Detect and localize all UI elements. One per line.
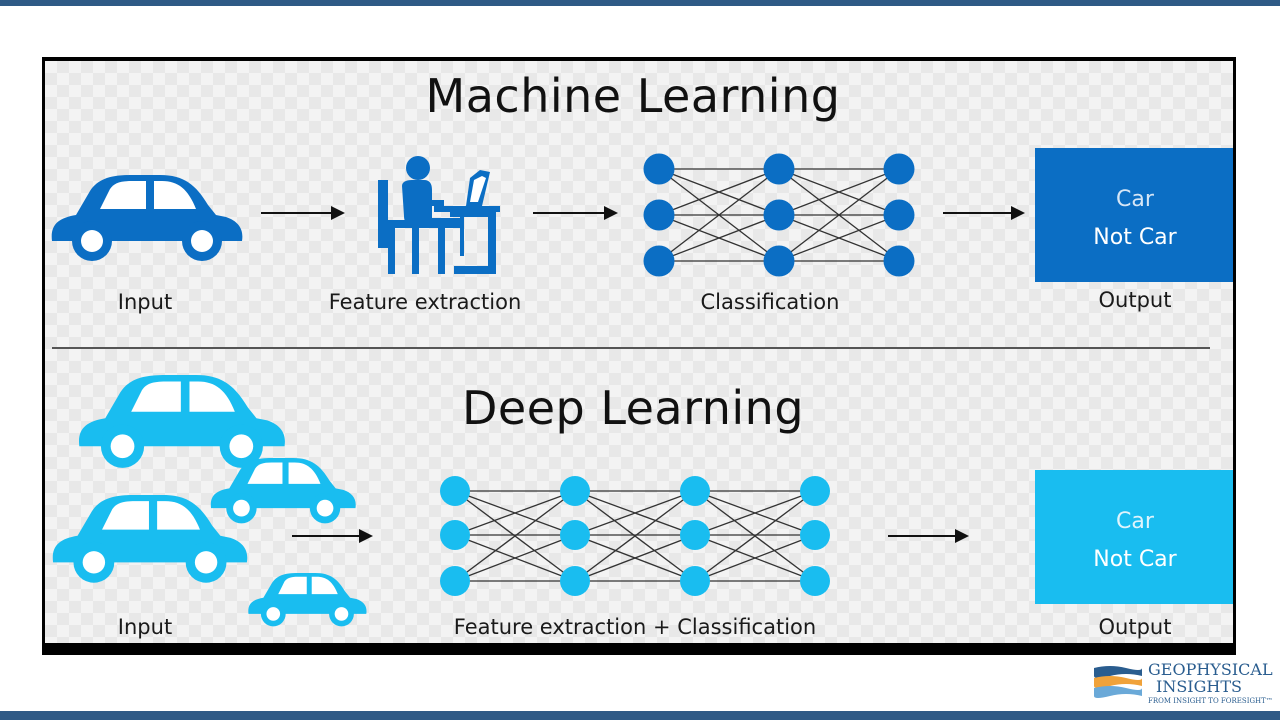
network-node <box>680 566 710 596</box>
ml-output-car: Car <box>1116 187 1154 212</box>
ml-output-box: Car Not Car <box>1035 148 1233 282</box>
car-icon <box>210 458 356 524</box>
dl-combined-label: Feature extraction + Classification <box>453 615 817 639</box>
arrow-right-icon <box>943 206 1025 220</box>
network-node <box>680 476 710 506</box>
network-node <box>763 153 795 185</box>
network-node <box>800 476 830 506</box>
bottom-accent-bar <box>0 711 1280 720</box>
arrow-right-icon <box>533 206 618 220</box>
diagram-frame: Machine Learning Input Feature extractio… <box>42 57 1236 655</box>
diagram-canvas: Machine Learning Input Feature extractio… <box>45 61 1233 643</box>
ml-feature-label: Feature extraction <box>328 290 522 314</box>
network-node <box>440 566 470 596</box>
network-node <box>560 520 590 550</box>
dl-output-label: Output <box>1098 615 1172 639</box>
person-at-computer-icon <box>378 156 500 274</box>
logo-name-line1: GEOPHYSICAL <box>1148 660 1273 679</box>
ml-title: Machine Learning <box>425 69 841 123</box>
ml-output-label: Output <box>1098 288 1172 312</box>
network-node <box>643 199 675 231</box>
car-icon <box>78 375 285 468</box>
top-accent-bar <box>0 0 1280 6</box>
arrow-right-icon <box>888 529 969 543</box>
geophysical-insights-logo: GEOPHYSICAL INSIGHTS FROM INSIGHT TO FOR… <box>1092 660 1278 710</box>
network-node <box>883 245 915 277</box>
network-node <box>883 153 915 185</box>
ml-input-label: Input <box>117 290 173 314</box>
car-icon <box>248 573 367 627</box>
network-node <box>440 520 470 550</box>
ml-output-not-car: Not Car <box>1093 225 1177 250</box>
logo-mark-icon <box>1094 666 1142 698</box>
network-node <box>800 520 830 550</box>
dl-output-not-car: Not Car <box>1093 547 1177 572</box>
dl-neural-network-icon <box>440 476 830 596</box>
network-node <box>440 476 470 506</box>
car-icon <box>51 175 243 261</box>
logo-tagline: FROM INSIGHT TO FORESIGHT™ <box>1148 697 1273 705</box>
network-node <box>643 153 675 185</box>
network-node <box>800 566 830 596</box>
diagram-graphics <box>51 153 1210 627</box>
network-node <box>763 245 795 277</box>
dl-output-car: Car <box>1116 509 1154 534</box>
network-node <box>680 520 710 550</box>
network-node <box>560 566 590 596</box>
ml-classification-label: Classification <box>700 290 840 314</box>
arrow-right-icon <box>261 206 345 220</box>
car-icon <box>52 495 248 583</box>
network-node <box>883 199 915 231</box>
ml-neural-network-icon <box>643 153 915 277</box>
dl-input-label: Input <box>117 615 173 639</box>
arrow-right-icon <box>292 529 373 543</box>
dl-output-box: Car Not Car <box>1035 470 1233 604</box>
network-node <box>643 245 675 277</box>
network-node <box>560 476 590 506</box>
logo-name-line2: INSIGHTS <box>1156 677 1242 696</box>
dl-title: Deep Learning <box>461 381 805 435</box>
network-node <box>763 199 795 231</box>
